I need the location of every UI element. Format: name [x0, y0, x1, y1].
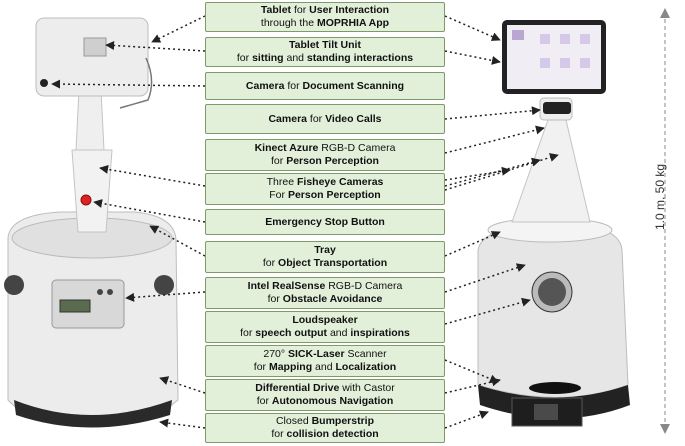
label-segment: for: [240, 327, 256, 339]
label-segment: Tablet: [260, 4, 292, 16]
label-cam-doc: Camera for Document Scanning: [205, 72, 445, 100]
dimension-arrow-top: [660, 8, 670, 18]
label-segment: through the: [260, 17, 317, 29]
label-cam-video: Camera for Video Calls: [205, 104, 445, 134]
label-segment: RGB-D Camera: [318, 142, 396, 154]
label-line: Three Fisheye Cameras: [206, 176, 444, 189]
label-segment: collision detection: [286, 428, 379, 440]
label-segment: Bumperstrip: [311, 415, 375, 427]
label-segment: Camera: [245, 79, 285, 92]
label-segment: Closed: [275, 415, 312, 427]
label-segment: Fisheye Cameras: [296, 176, 384, 188]
label-segment: For: [269, 189, 288, 201]
label-segment: Kinect Azure: [254, 142, 319, 154]
label-segment: sitting: [252, 52, 284, 64]
label-segment: SICK-Laser: [288, 348, 345, 360]
label-segment: Emergency Stop Button: [265, 215, 385, 228]
label-segment: Autonomous Navigation: [271, 395, 394, 407]
label-segment: User Interaction: [309, 4, 390, 16]
label-segment: 270°: [263, 348, 288, 360]
label-segment: Document Scanning: [302, 79, 405, 92]
dimensions-label: 1.0 m, 50 kg: [653, 163, 667, 231]
label-segment: Localization: [335, 361, 397, 373]
label-segment: and: [283, 52, 307, 64]
label-line: for Obstacle Avoidance: [206, 293, 444, 306]
label-segment: Three: [266, 176, 297, 188]
label-line: for collision detection: [206, 428, 444, 441]
label-segment: for: [284, 79, 303, 92]
label-line: Intel RealSense RGB-D Camera: [206, 280, 444, 293]
label-segment: Mapping: [268, 361, 313, 373]
label-line: Tablet for User Interaction: [206, 4, 444, 17]
label-estop: Emergency Stop Button: [205, 209, 445, 235]
label-line: Differential Drive with Castor: [206, 382, 444, 395]
label-line: for Mapping and Localization: [206, 361, 444, 374]
label-line: For Person Perception: [206, 189, 444, 202]
leader-lines: [51, 15, 559, 429]
label-line: for Person Perception: [206, 155, 444, 168]
label-line: Kinect Azure RGB-D Camera: [206, 142, 444, 155]
label-line: for Object Transportation: [206, 257, 444, 270]
label-segment: for: [253, 361, 269, 373]
label-line: for Autonomous Navigation: [206, 395, 444, 408]
label-segment: Intel RealSense: [247, 280, 326, 292]
label-segment: for: [307, 112, 326, 125]
dimension-arrow-bottom: [660, 424, 670, 434]
label-segment: for: [236, 52, 253, 64]
label-segment: Scanner: [344, 348, 387, 360]
label-segment: with Castor: [339, 382, 395, 394]
label-line: 270° SICK-Laser Scanner: [206, 348, 444, 361]
label-line: Camera for Document Scanning: [206, 80, 444, 93]
label-line: Loudspeaker: [206, 314, 444, 327]
left-robot: [4, 17, 179, 428]
label-segment: Camera: [268, 112, 307, 125]
label-line: Tray: [206, 244, 444, 257]
label-segment: for: [256, 395, 272, 407]
label-segment: Object Transportation: [278, 257, 388, 269]
label-line: for sitting and standing interactions: [206, 52, 444, 65]
label-segment: MOPRHIA App: [316, 17, 390, 29]
label-segment: inspirations: [350, 327, 410, 339]
label-segment: Loudspeaker: [292, 314, 358, 326]
label-segment: Differential Drive: [255, 382, 340, 394]
label-segment: standing interactions: [306, 52, 414, 64]
label-segment: for: [271, 428, 287, 440]
label-segment: Tray: [314, 244, 336, 256]
label-segment: Person Perception: [287, 189, 381, 201]
label-segment: for: [262, 257, 279, 269]
label-segment: Person Perception: [286, 155, 379, 167]
label-line: for speech output and inspirations: [206, 327, 444, 340]
label-segment: Obstacle Avoidance: [282, 293, 383, 305]
label-line: through the MOPRHIA App: [206, 17, 444, 30]
label-segment: speech output: [255, 327, 328, 339]
label-segment: RGB-D Camera: [325, 280, 403, 292]
label-line: Camera for Video Calls: [206, 113, 444, 126]
label-segment: for: [267, 293, 283, 305]
label-line: Tablet Tilt Unit: [206, 39, 444, 52]
label-line: Closed Bumperstrip: [206, 415, 444, 428]
label-segment: Video Calls: [325, 112, 382, 125]
right-robot: [477, 20, 630, 427]
label-line: Emergency Stop Button: [206, 216, 444, 229]
label-segment: for: [291, 4, 310, 16]
label-segment: Tablet Tilt Unit: [289, 39, 361, 51]
label-segment: and: [327, 327, 351, 339]
label-segment: for: [271, 155, 287, 167]
label-segment: and: [312, 361, 336, 373]
